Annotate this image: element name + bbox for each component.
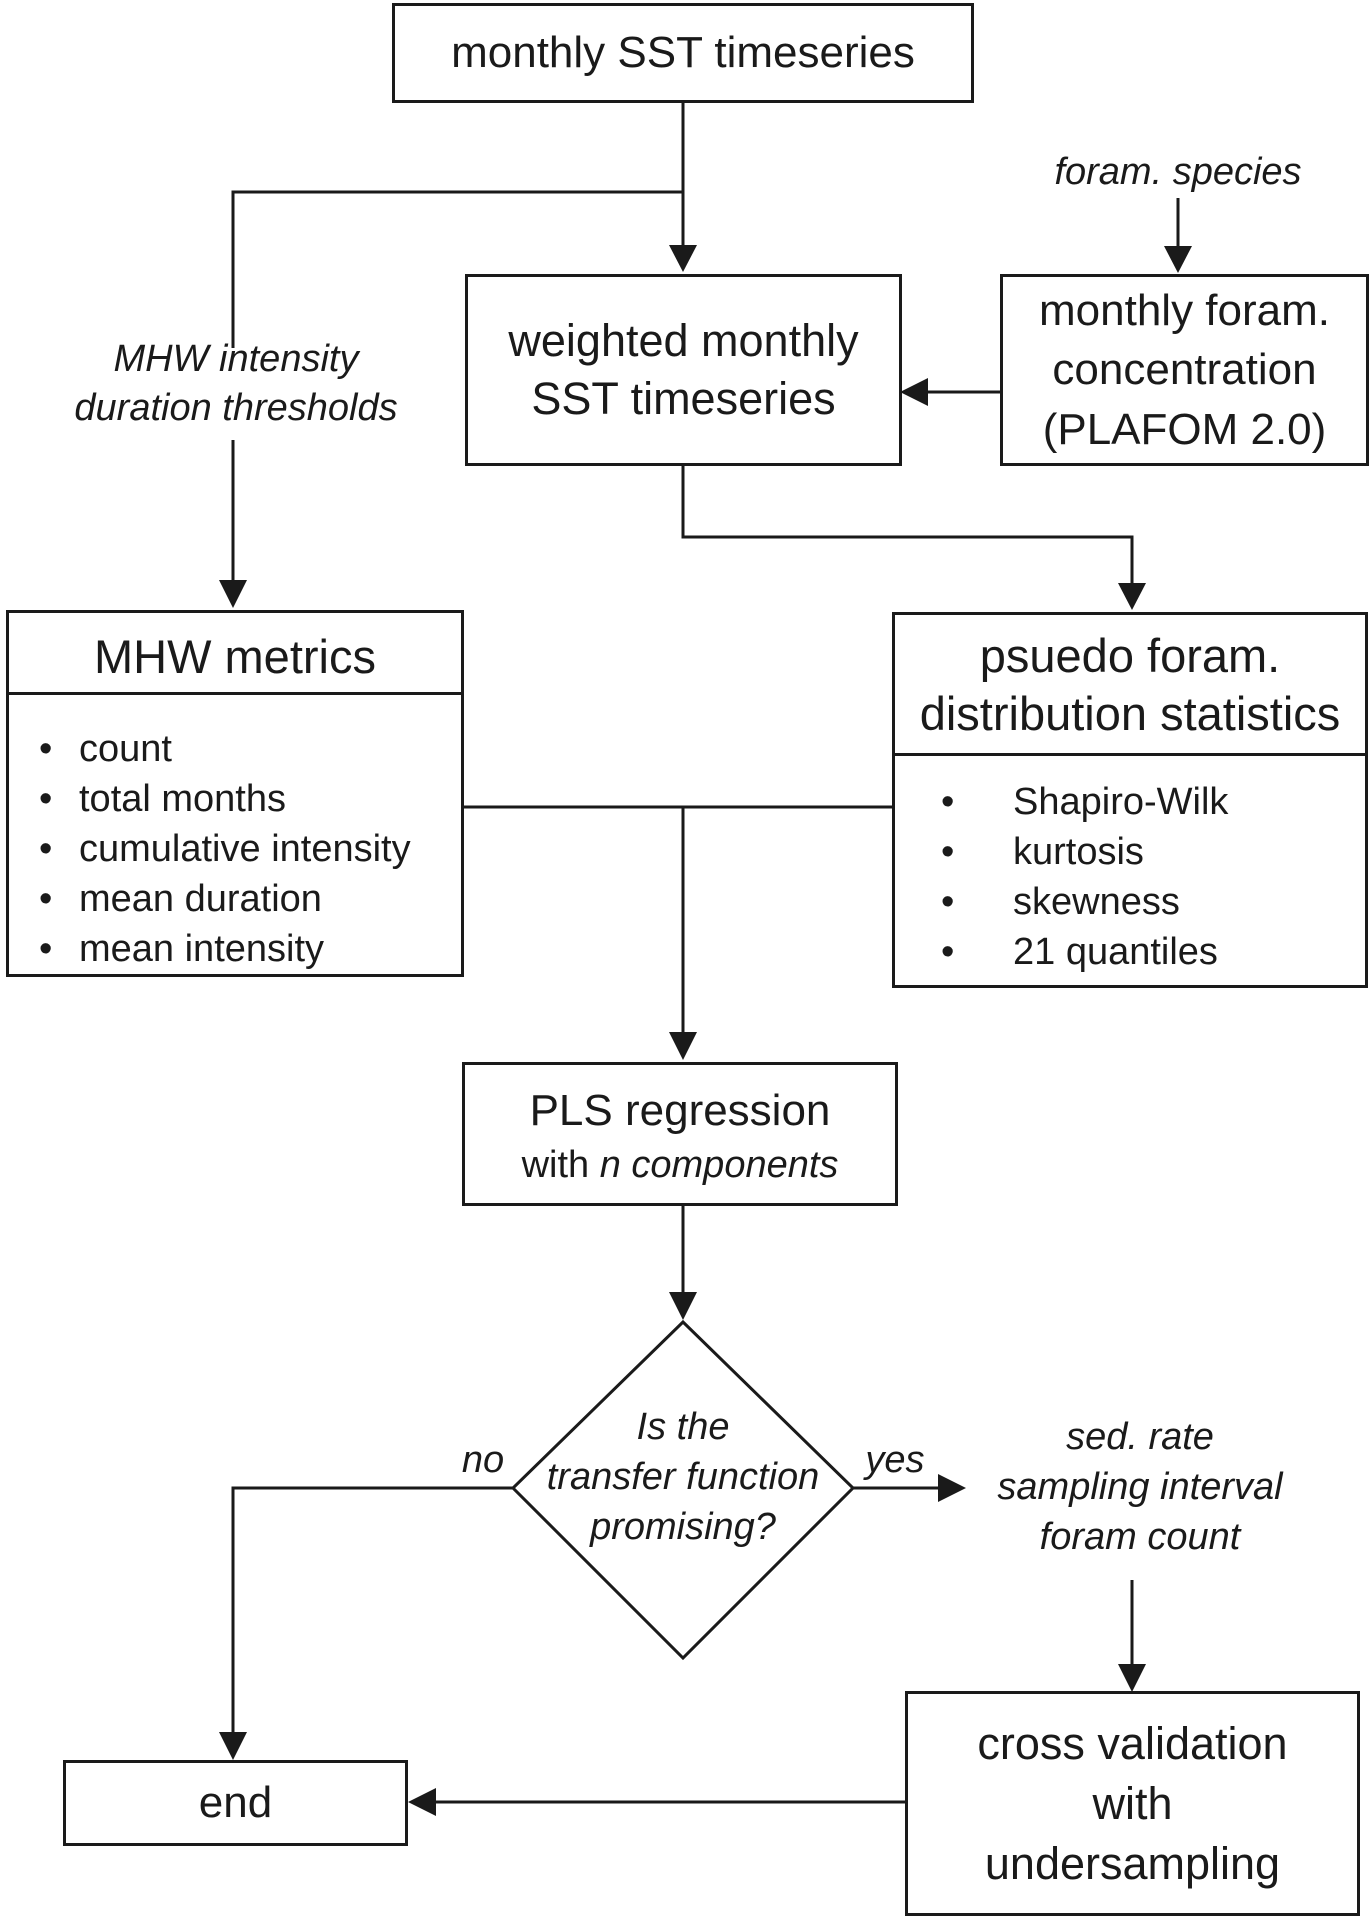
mhw-metric: cumulative intensity — [79, 828, 411, 870]
decision-line-3: promising? — [590, 1506, 776, 1548]
end-box: end — [63, 1760, 408, 1846]
bullet: • — [39, 828, 53, 870]
bullet: • — [39, 878, 53, 920]
pls-regression-title: PLS regression — [529, 1085, 831, 1135]
list-item: • 21 quantiles — [941, 927, 1228, 977]
foram-concentration-box: monthly foram. concentration (PLAFOM 2.0… — [1000, 274, 1369, 466]
mhw-metric: mean duration — [79, 878, 322, 920]
end-label: end — [198, 1778, 273, 1828]
mhw-metrics-divider — [9, 692, 461, 695]
arrowhead-mhw-metrics — [219, 580, 247, 608]
sampling-line-3: foram count — [1039, 1516, 1241, 1558]
decision-label: Is the transfer function promising? — [528, 1402, 838, 1552]
decision-line-2: transfer function — [546, 1456, 820, 1498]
pls-sub-prefix: with — [521, 1144, 600, 1187]
cross-validation-line-3: undersampling — [984, 1837, 1281, 1889]
list-item: • skewness — [941, 877, 1228, 927]
cross-validation-line-2: with — [1092, 1777, 1173, 1829]
arrowhead-yes — [938, 1474, 966, 1502]
pseudo-stat: Shapiro-Wilk — [1013, 781, 1229, 823]
pls-sub-italic: n components — [599, 1144, 839, 1187]
cross-validation-box: cross validation with undersampling — [905, 1691, 1360, 1916]
pseudo-stats-box: psuedo foram. distribution statistics • S… — [892, 612, 1368, 988]
decision-line-1: Is the — [636, 1406, 730, 1448]
mhw-thresholds-line-2: duration thresholds — [74, 387, 398, 430]
pls-regression-subtitle: with n components — [522, 1144, 839, 1187]
weighted-sst-box: weighted monthly SST timeseries — [465, 274, 902, 466]
bullet: • — [39, 778, 53, 820]
monthly-sst-label: monthly SST timeseries — [451, 28, 915, 78]
mhw-thresholds-line-1: MHW intensity — [113, 338, 359, 380]
pseudo-stats-list: • Shapiro-Wilk • kurtosis • skewness • 21 qu… — [941, 777, 1228, 977]
bullet: • — [941, 831, 955, 873]
arrowhead-weighted — [669, 245, 697, 272]
mhw-metric: total months — [79, 778, 286, 820]
bullet: • — [941, 781, 955, 823]
pseudo-stat: kurtosis — [1013, 831, 1144, 873]
arrowhead-foram-conc — [1164, 246, 1192, 273]
pseudo-stats-title: psuedo foram. distribution statistics — [895, 627, 1365, 743]
arrowhead-weighted-side — [900, 378, 928, 406]
pseudo-stats-divider — [895, 753, 1365, 756]
cross-validation-line-1: cross validation — [977, 1717, 1288, 1769]
bullet: • — [941, 881, 955, 923]
list-item: • total months — [39, 774, 411, 824]
mhw-metric: count — [79, 728, 172, 770]
list-item: • kurtosis — [941, 827, 1228, 877]
weighted-sst-label-2: SST timeseries — [531, 373, 836, 424]
pseudo-stat: skewness — [1013, 881, 1180, 923]
connector-sst-branch-left — [231, 190, 683, 348]
mhw-metrics-list: • count • total months • cumulative intensi… — [39, 724, 411, 974]
decision-diamond — [510, 1319, 856, 1661]
bullet: • — [39, 928, 53, 970]
pseudo-stat: 21 quantiles — [1013, 931, 1218, 973]
monthly-sst-box: monthly SST timeseries — [392, 3, 974, 103]
sampling-line-2: sampling interval — [997, 1466, 1283, 1508]
bullet: • — [941, 931, 955, 973]
bullet: • — [39, 728, 53, 770]
list-item: • cumulative intensity — [39, 824, 411, 874]
mhw-metric: mean intensity — [79, 928, 325, 970]
arrowhead-end-top — [219, 1732, 247, 1760]
sampling-line-1: sed. rate — [1066, 1416, 1214, 1458]
pseudo-stats-title-1: psuedo foram. — [979, 629, 1281, 682]
sampling-label: sed. rate sampling interval foram count — [960, 1412, 1320, 1562]
list-item: • count — [39, 724, 411, 774]
mhw-metrics-title: MHW metrics — [94, 630, 376, 683]
pls-regression-box: PLS regression with n components — [462, 1062, 898, 1206]
list-item: • Shapiro-Wilk — [941, 777, 1228, 827]
foram-concentration-label-3: (PLAFOM 2.0) — [1042, 404, 1327, 454]
foram-concentration-label-1: monthly foram. — [1039, 285, 1330, 335]
arrowhead-cross-validation — [1118, 1664, 1146, 1692]
mhw-metrics-box: MHW metrics • count • total months • cumula… — [6, 610, 464, 977]
yes-label: yes — [865, 1439, 925, 1481]
connector-weighted-to-pseudo — [681, 464, 1134, 583]
no-label: no — [461, 1439, 505, 1481]
arrowhead-pls — [669, 1032, 697, 1060]
arrowhead-end-side — [408, 1788, 436, 1816]
foram-concentration-label-2: concentration — [1052, 345, 1317, 395]
weighted-sst-label-1: weighted monthly — [508, 314, 859, 366]
pseudo-stats-title-2: distribution statistics — [919, 687, 1341, 740]
list-item: • mean intensity — [39, 924, 411, 974]
connector-no-to-end — [231, 1486, 513, 1732]
list-item: • mean duration — [39, 874, 411, 924]
arrowhead-pseudo — [1118, 583, 1146, 610]
mhw-thresholds-label: MHW intensity duration thresholds — [36, 335, 436, 434]
arrowhead-decision — [669, 1292, 697, 1320]
foram-species-label: foram. species — [1054, 151, 1302, 193]
